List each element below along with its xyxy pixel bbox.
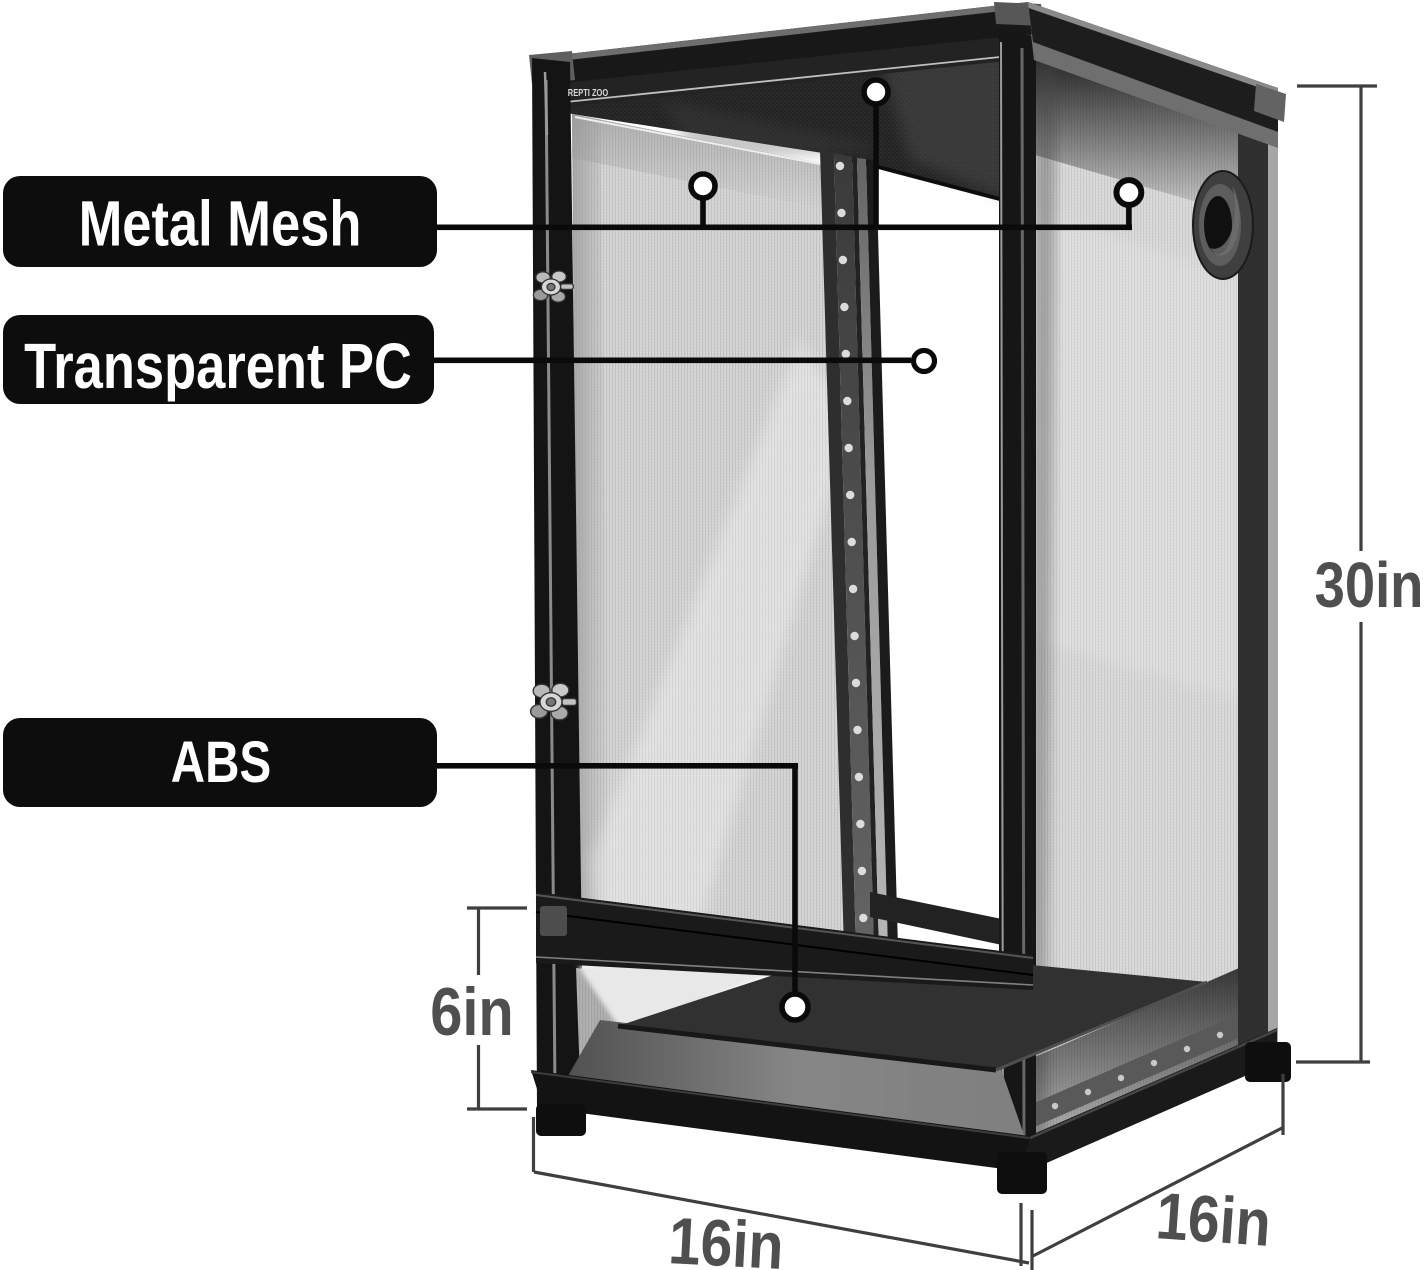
svg-text:6in: 6in <box>430 975 514 1050</box>
svg-text:Transparent PC: Transparent PC <box>24 331 412 402</box>
svg-text:ABS: ABS <box>171 731 271 796</box>
svg-text:16in: 16in <box>1154 1179 1274 1260</box>
svg-text:30in: 30in <box>1315 549 1424 621</box>
svg-text:REPTI ZOO: REPTI ZOO <box>568 87 608 98</box>
svg-text:16in: 16in <box>667 1204 786 1270</box>
svg-text:Metal Mesh: Metal Mesh <box>79 189 362 260</box>
